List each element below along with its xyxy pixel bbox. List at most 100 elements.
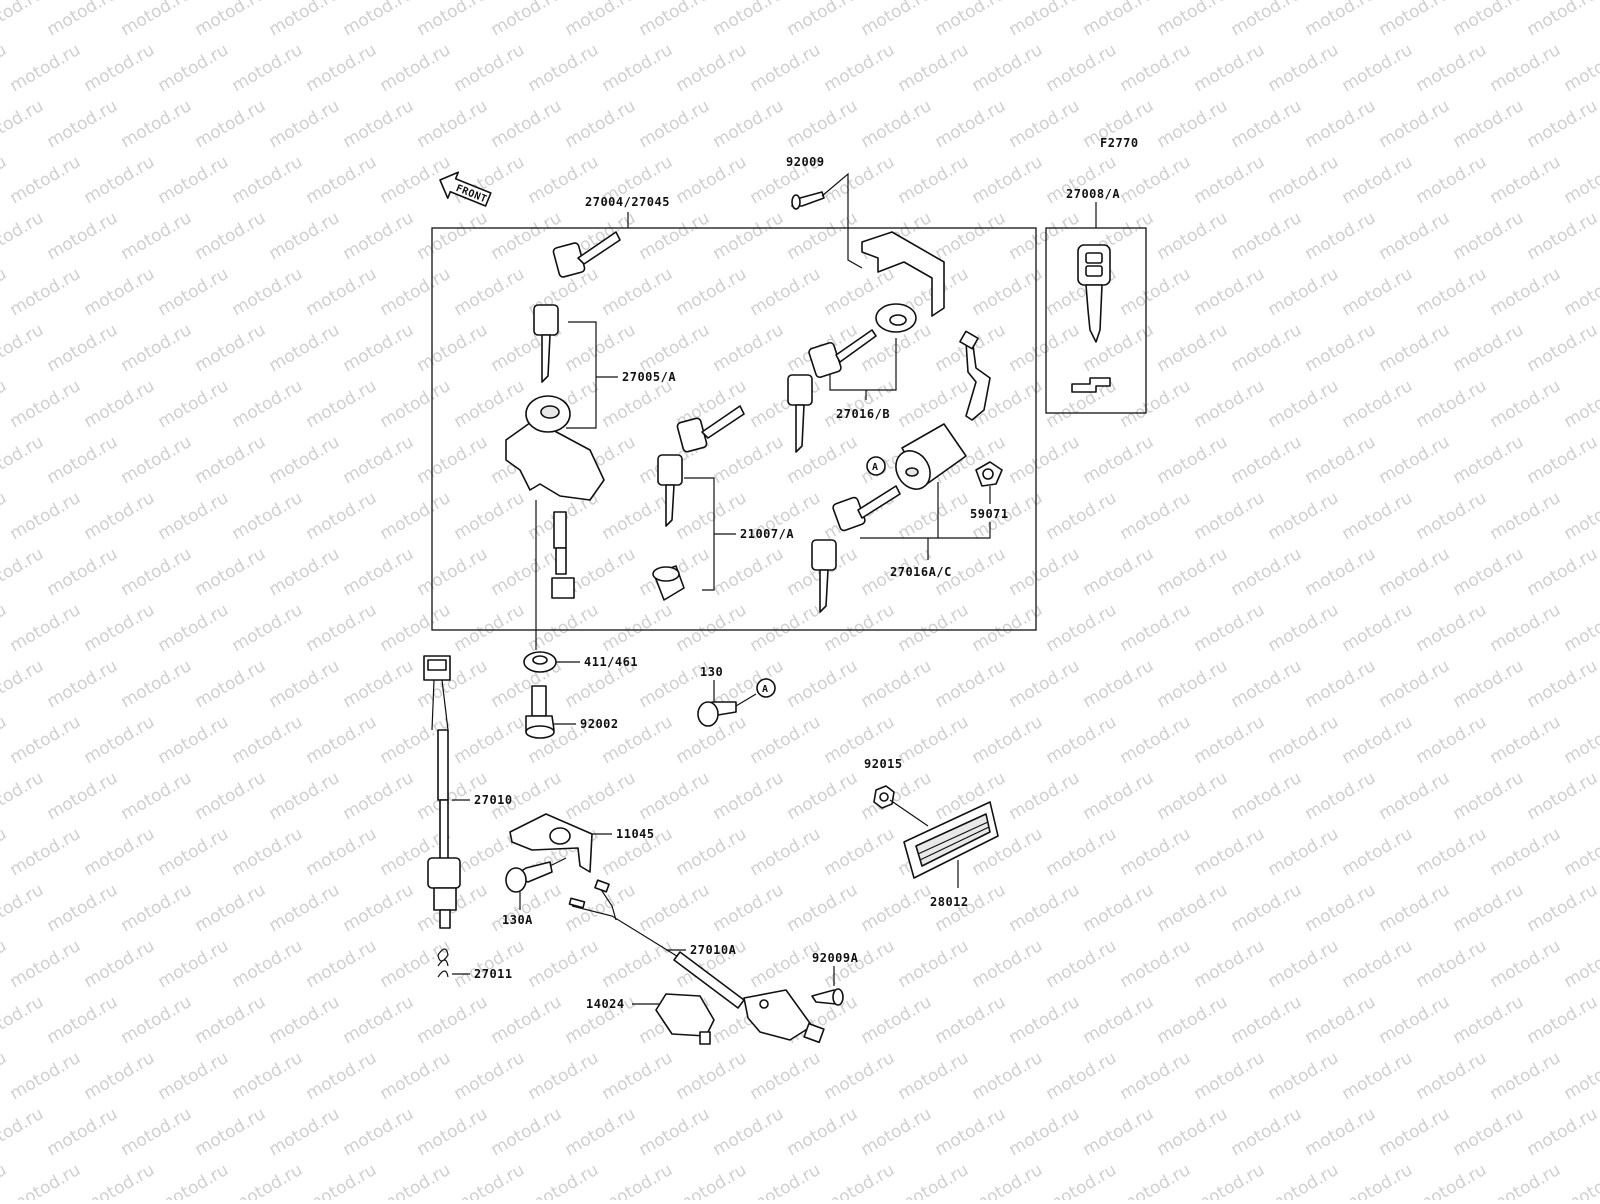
watermark-text: motod.ru	[1487, 600, 1565, 656]
watermark-text: motod.ru	[895, 488, 973, 544]
watermark-text: motod.ru	[1524, 320, 1600, 376]
callout-a-2: A	[762, 684, 769, 695]
watermark-text: motod.ru	[1450, 1104, 1528, 1160]
watermark-text: motod.ru	[81, 264, 159, 320]
watermark-text: motod.ru	[710, 96, 788, 152]
watermark-text: motod.ru	[229, 376, 307, 432]
watermark-text: motod.ru	[1191, 712, 1269, 768]
watermark-text: motod.ru	[1376, 96, 1454, 152]
watermark-text: motod.ru	[895, 1048, 973, 1104]
watermark-text: motod.ru	[0, 1104, 47, 1160]
watermark-text: motod.ru	[1339, 936, 1417, 992]
watermark-text: motod.ru	[229, 264, 307, 320]
watermark-text: motod.ru	[673, 152, 751, 208]
watermark-text: motod.ru	[7, 152, 85, 208]
watermark-text: motod.ru	[673, 488, 751, 544]
watermark-text: motod.ru	[932, 1104, 1010, 1160]
watermark-text: motod.ru	[229, 600, 307, 656]
watermark-text: motod.ru	[747, 1048, 825, 1104]
bolt-92002-icon	[526, 686, 554, 738]
watermark-text: motod.ru	[377, 936, 455, 992]
watermark-text: motod.ru	[1339, 1160, 1417, 1200]
label-11045: 11045	[616, 827, 655, 841]
watermark-text: motod.ru	[229, 712, 307, 768]
watermark-text: motod.ru	[7, 1160, 85, 1200]
watermark-text: motod.ru	[1376, 320, 1454, 376]
watermark-text: motod.ru	[969, 1160, 1047, 1200]
watermark-text: motod.ru	[1228, 656, 1306, 712]
watermark-text: motod.ru	[155, 376, 233, 432]
watermark-text: motod.ru	[1191, 1160, 1269, 1200]
watermark-text: motod.ru	[895, 936, 973, 992]
watermark-text: motod.ru	[44, 432, 122, 488]
watermark-text: motod.ru	[1006, 992, 1084, 1048]
watermark-text: motod.ru	[0, 432, 47, 488]
watermark-text: motod.ru	[155, 600, 233, 656]
watermark-text: motod.ru	[1487, 264, 1565, 320]
watermark-text: motod.ru	[636, 0, 714, 40]
watermark-text: motod.ru	[1413, 40, 1491, 96]
watermark-text: motod.ru	[747, 40, 825, 96]
watermark-text: motod.ru	[1191, 488, 1269, 544]
watermark-text: motod.ru	[1561, 152, 1600, 208]
watermark-text: motod.ru	[1302, 320, 1380, 376]
watermark-text: motod.ru	[44, 544, 122, 600]
watermark-text: motod.ru	[7, 824, 85, 880]
label-21007: 21007/A	[740, 527, 794, 541]
label-27016b: 27016/B	[836, 407, 890, 421]
watermark-text: motod.ru	[1191, 936, 1269, 992]
watermark-text: motod.ru	[1080, 1104, 1158, 1160]
watermark-text: motod.ru	[599, 264, 677, 320]
watermark-text: motod.ru	[7, 600, 85, 656]
watermark-text: motod.ru	[1524, 768, 1600, 824]
watermark-text: motod.ru	[118, 992, 196, 1048]
watermark-text: motod.ru	[1154, 432, 1232, 488]
watermark-text: motod.ru	[340, 544, 418, 600]
watermark-text: motod.ru	[1450, 880, 1528, 936]
watermark-text: motod.ru	[895, 376, 973, 432]
watermark-text: motod.ru	[1154, 1104, 1232, 1160]
watermark-text: motod.ru	[1154, 768, 1232, 824]
watermark-text: motod.ru	[895, 40, 973, 96]
watermark-text: motod.ru	[451, 376, 529, 432]
watermark-text: motod.ru	[710, 0, 788, 40]
watermark-text: motod.ru	[1265, 376, 1343, 432]
watermark-text: motod.ru	[1413, 488, 1491, 544]
watermark-text: motod.ru	[81, 600, 159, 656]
watermark-text: motod.ru	[1561, 1160, 1600, 1200]
watermark-text: motod.ru	[155, 488, 233, 544]
watermark-text: motod.ru	[1487, 1160, 1565, 1200]
watermark-text: motod.ru	[1339, 600, 1417, 656]
watermark-text: motod.ru	[0, 40, 10, 96]
watermark-text: motod.ru	[1561, 264, 1600, 320]
watermark-text: motod.ru	[192, 1104, 270, 1160]
watermark-text: motod.ru	[1117, 488, 1195, 544]
watermark-text: motod.ru	[1117, 264, 1195, 320]
label-92002: 92002	[580, 717, 619, 731]
watermark-text: motod.ru	[192, 320, 270, 376]
watermark-text: motod.ru	[1339, 488, 1417, 544]
watermark-text: motod.ru	[1561, 488, 1600, 544]
watermark-text: motod.ru	[1487, 1048, 1565, 1104]
watermark-text: motod.ru	[932, 96, 1010, 152]
watermark-text: motod.ru	[1524, 208, 1600, 264]
watermark-text: motod.ru	[1376, 544, 1454, 600]
watermark-text: motod.ru	[1191, 40, 1269, 96]
screw-92009a-icon	[812, 989, 843, 1005]
watermark-text: motod.ru	[155, 152, 233, 208]
watermark-text: motod.ru	[710, 208, 788, 264]
watermark-text: motod.ru	[44, 0, 122, 40]
watermark-text: motod.ru	[1154, 544, 1232, 600]
watermark-text: motod.ru	[0, 656, 47, 712]
watermark-text: motod.ru	[377, 376, 455, 432]
watermark-text: motod.ru	[562, 96, 640, 152]
watermark-text: motod.ru	[1339, 264, 1417, 320]
watermark-text: motod.ru	[1450, 544, 1528, 600]
nut-92015-icon	[874, 786, 894, 808]
watermark-text: motod.ru	[377, 40, 455, 96]
watermark-text: motod.ru	[1154, 96, 1232, 152]
watermark-text: motod.ru	[488, 880, 566, 936]
watermark-text: motod.ru	[562, 0, 640, 40]
watermark-text: motod.ru	[229, 1048, 307, 1104]
